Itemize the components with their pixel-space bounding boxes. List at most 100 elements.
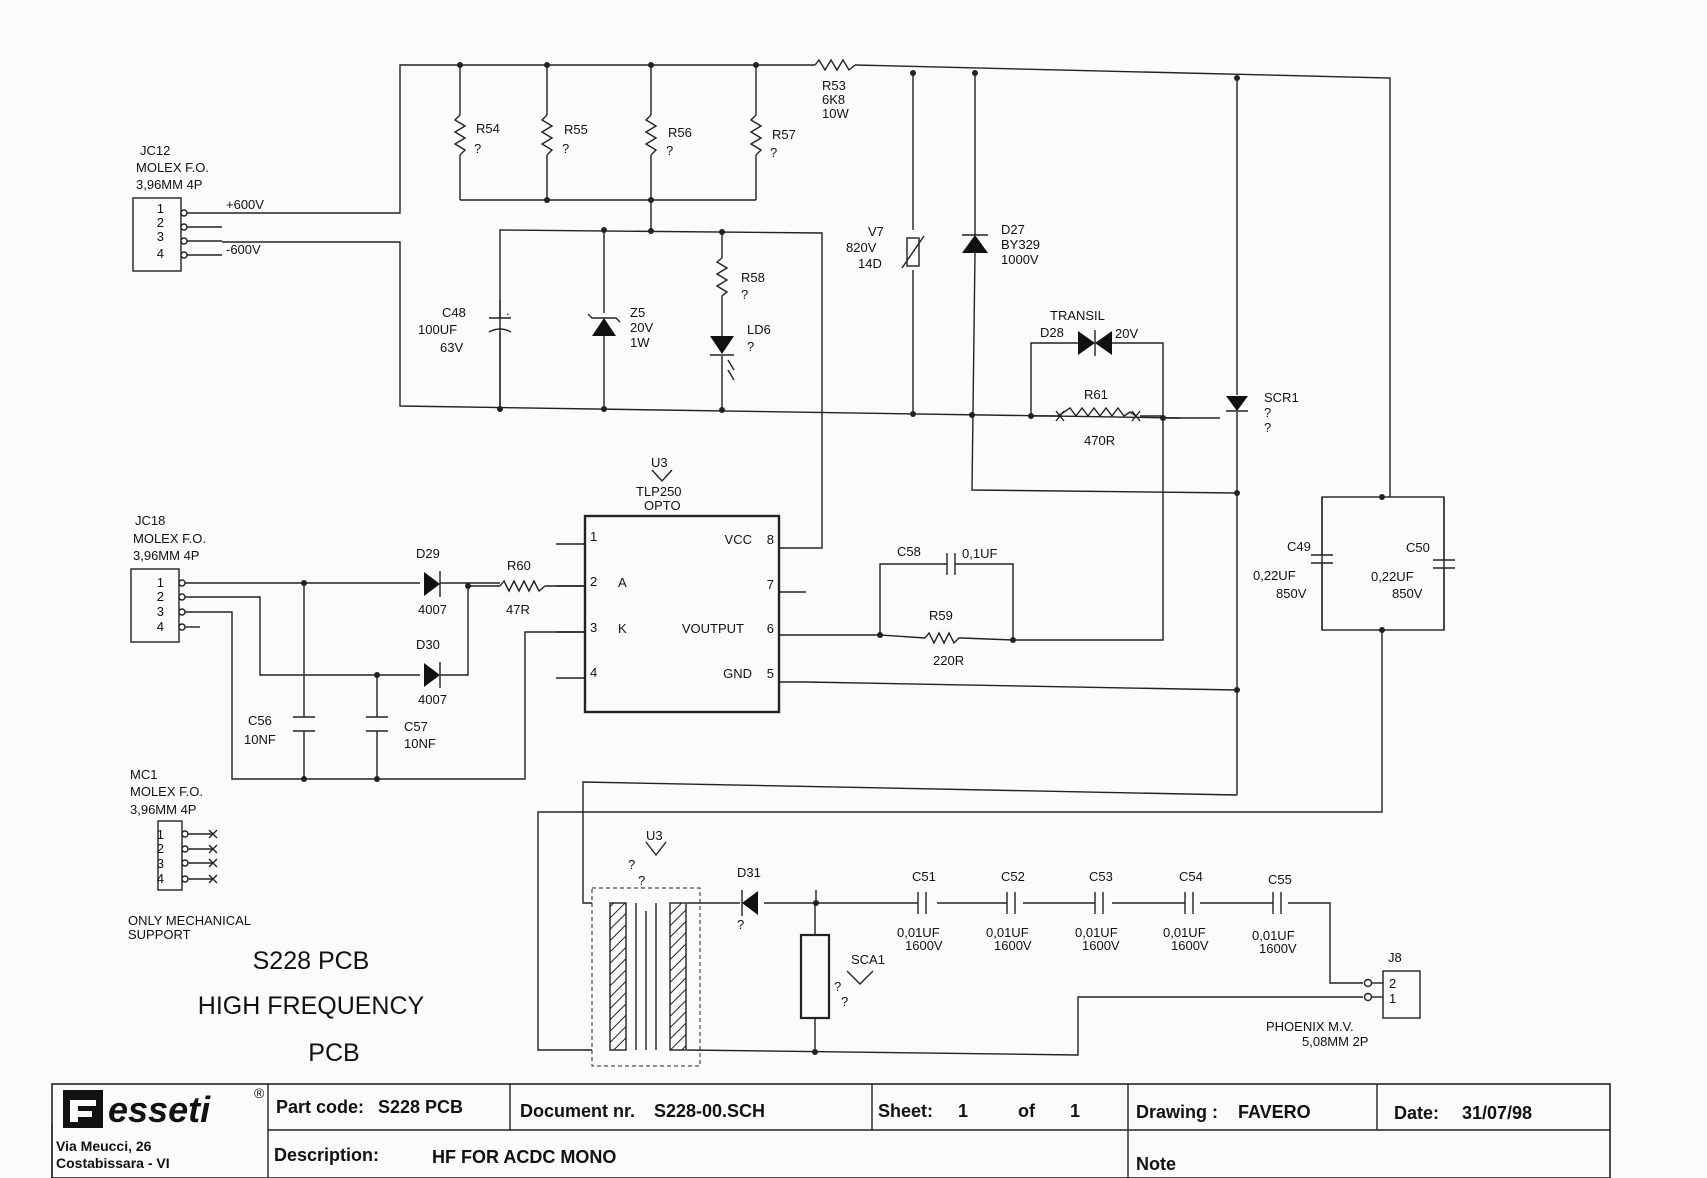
u3-pin8-num: 8: [767, 532, 774, 547]
sheet-label: Sheet:: [878, 1101, 933, 1121]
jc12-net-pos: +600V: [226, 197, 264, 212]
z5-name: Z5: [630, 305, 645, 320]
jc12-pitch: 3,96MM 4P: [136, 177, 202, 192]
jc18-pin4: 4: [157, 619, 164, 634]
jc18-type: MOLEX F.O.: [133, 531, 206, 546]
part-code-value: S228 PCB: [378, 1097, 463, 1117]
capacitor-c49: C49 0,22UF 850V: [1253, 539, 1333, 630]
zener-z5: Z5 20V 1W: [587, 305, 653, 350]
diode-d31: D31 ?: [737, 865, 761, 932]
v7-name: V7: [868, 224, 884, 239]
c58-name: C58: [897, 544, 921, 559]
capacitor-c50: C50 0,22UF 850V: [1371, 497, 1455, 630]
c48-name: C48: [442, 305, 466, 320]
r54-value: ?: [474, 141, 481, 156]
d31-name: D31: [737, 865, 761, 880]
document-label: Document nr.: [520, 1101, 635, 1121]
d27-value: BY329: [1001, 237, 1040, 252]
j8-pin1: 1: [1389, 991, 1396, 1006]
c48-rating: 63V: [440, 340, 463, 355]
d31-value: ?: [737, 917, 744, 932]
u3-pin6-num: 6: [767, 621, 774, 636]
jc18-pitch: 3,96MM 4P: [133, 548, 199, 563]
capacitor-c56: C56 10NF: [244, 713, 315, 747]
jc12-type: MOLEX F.O.: [136, 160, 209, 175]
u3-pin6-label: VOUTPUT: [682, 621, 744, 636]
r57-value: ?: [770, 145, 777, 160]
date-label: Date:: [1394, 1103, 1439, 1123]
r53-rating: 10W: [822, 106, 849, 121]
jc12-pin3: 3: [157, 229, 164, 244]
capacitor-c51: C51 0,01UF 1600V: [897, 869, 943, 953]
r56-name: R56: [668, 125, 692, 140]
wires: [184, 64, 1445, 1056]
d28-value: 20V: [1115, 326, 1138, 341]
z5-value: 20V: [630, 320, 653, 335]
resistor-bank: R54 ? R55 ? R56 ? R57 ?: [453, 114, 796, 160]
r61-name: R61: [1084, 387, 1108, 402]
u3-name: U3: [651, 455, 668, 470]
r58-value: ?: [741, 287, 748, 302]
c52-name: C52: [1001, 869, 1025, 884]
title-block: esseti ® Via Meucci, 26 Costabissara - V…: [51, 1083, 1611, 1178]
c50-name: C50: [1406, 540, 1430, 555]
c57-name: C57: [404, 719, 428, 734]
r61-value: 470R: [1084, 433, 1115, 448]
document-value: S228-00.SCH: [654, 1101, 765, 1121]
u3-pin3-label: K: [618, 621, 627, 636]
c54-name: C54: [1179, 869, 1203, 884]
mc1-note2: SUPPORT: [128, 927, 191, 942]
date-value: 31/07/98: [1462, 1103, 1532, 1123]
c52-value: 0,01UF: [986, 925, 1029, 940]
capacitor-c58: C58 0,1UF: [897, 544, 997, 575]
u3-pin3-num: 3: [590, 620, 597, 635]
sca1-q2: ?: [841, 994, 848, 1009]
r53-name: R53: [822, 78, 846, 93]
r59-value: 220R: [933, 653, 964, 668]
description-label: Description:: [274, 1145, 379, 1165]
c51-value: 0,01UF: [897, 925, 940, 940]
c55-rating: 1600V: [1259, 941, 1297, 956]
u3-pin2-label: A: [618, 575, 627, 590]
transformer-u3: U3 ? ?: [591, 828, 701, 1067]
u3-pin5-label: GND: [723, 666, 752, 681]
junction-dots: [301, 62, 1385, 1055]
resistor-r59: R59 220R: [924, 608, 964, 668]
c49-value: 0,22UF: [1253, 568, 1296, 583]
j8-pitch: 5,08MM 2P: [1302, 1034, 1368, 1049]
capacitor-c57: C57 10NF: [366, 716, 436, 751]
mc1-name: MC1: [130, 767, 157, 782]
r55-name: R55: [564, 122, 588, 137]
jc18-pin1: 1: [157, 575, 164, 590]
d27-rating: 1000V: [1001, 252, 1039, 267]
diode-d29: D29 4007: [416, 546, 447, 617]
capacitor-c54: C54 0,01UF 1600V: [1163, 869, 1209, 953]
resistor-r60: R60 47R: [499, 558, 546, 617]
resistor-r53: R53 6K8 10W: [814, 58, 856, 121]
j8-name: J8: [1388, 950, 1402, 965]
company-logo-text: esseti: [108, 1089, 211, 1130]
mc1-type: MOLEX F.O.: [130, 784, 203, 799]
j8-type: PHOENIX M.V.: [1266, 1019, 1354, 1034]
r56-value: ?: [666, 143, 673, 158]
c57-value: 10NF: [404, 736, 436, 751]
c52-rating: 1600V: [994, 938, 1032, 953]
mc1-pitch: 3,96MM 4P: [130, 802, 196, 817]
sheet-number: 1: [958, 1101, 968, 1121]
v7-value: 820V: [846, 240, 877, 255]
jc18-pin3: 3: [157, 604, 164, 619]
v7-rating: 14D: [858, 256, 882, 271]
u3-pin5-num: 5: [767, 666, 774, 681]
connector-jc18: 1 2 3 4 JC18 MOLEX F.O. 3,96MM 4P: [130, 513, 206, 643]
c55-value: 0,01UF: [1252, 928, 1295, 943]
drawing-label: Drawing :: [1136, 1102, 1218, 1122]
c54-value: 0,01UF: [1163, 925, 1206, 940]
d28-type: TRANSIL: [1050, 308, 1105, 323]
c51-rating: 1600V: [905, 938, 943, 953]
c49-name: C49: [1287, 539, 1311, 554]
mc1-pin4: 4: [157, 871, 164, 886]
ld6-value: ?: [747, 339, 754, 354]
j8-pin2: 2: [1389, 976, 1396, 991]
optocoupler-u3: U3 TLP250 OPTO 1 2 A 3 K 4 8 VCC 7 6 VOU…: [556, 455, 806, 714]
